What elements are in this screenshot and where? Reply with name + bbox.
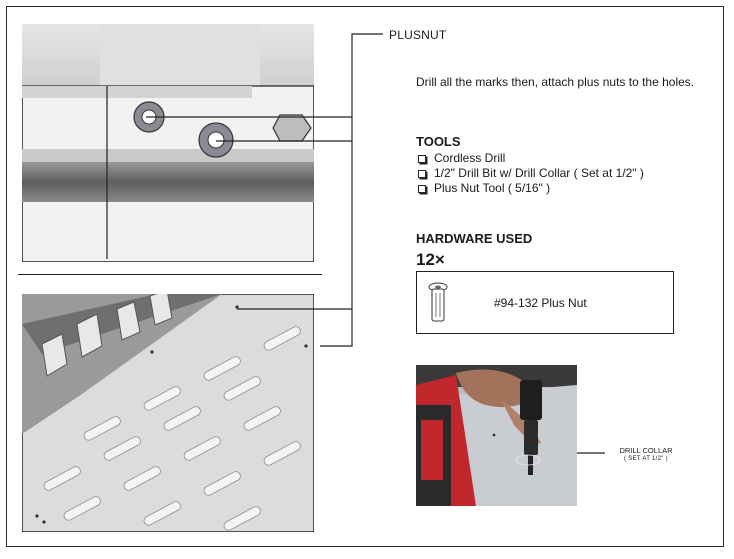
instruction-text: Drill all the marks then, attach plus nu… xyxy=(416,75,695,89)
checkbox-icon xyxy=(418,169,426,178)
hardware-heading: HARDWARE USED xyxy=(416,231,533,246)
section-divider xyxy=(18,274,322,276)
checkbox-icon xyxy=(418,154,426,163)
checkbox-icon xyxy=(418,184,426,193)
plusnut-callout-label: PLUSNUT xyxy=(389,28,447,42)
tools-list: Cordless Drill 1/2" Drill Bit w/ Drill C… xyxy=(418,151,644,196)
page-frame xyxy=(6,6,724,547)
drill-collar-callout: DRILL COLLAR ( SET AT 1/2" ) xyxy=(604,446,688,464)
drill-photo xyxy=(416,365,577,506)
tool-item: Plus Nut Tool ( 5/16" ) xyxy=(418,181,644,196)
drill-collar-setting: ( SET AT 1/2" ) xyxy=(624,456,668,462)
drill-collar-label: DRILL COLLAR xyxy=(619,446,673,455)
hardware-part-label: #94-132 Plus Nut xyxy=(494,296,587,310)
tool-item: 1/2" Drill Bit w/ Drill Collar ( Set at … xyxy=(418,166,644,181)
plus-nut-icon xyxy=(428,282,448,322)
tools-heading: TOOLS xyxy=(416,134,461,149)
panel-illustration xyxy=(22,294,314,532)
hardware-quantity: 12× xyxy=(416,250,445,269)
detail-illustration xyxy=(22,24,314,262)
tool-item: Cordless Drill xyxy=(418,151,644,166)
hardware-box: #94-132 Plus Nut xyxy=(416,271,674,334)
